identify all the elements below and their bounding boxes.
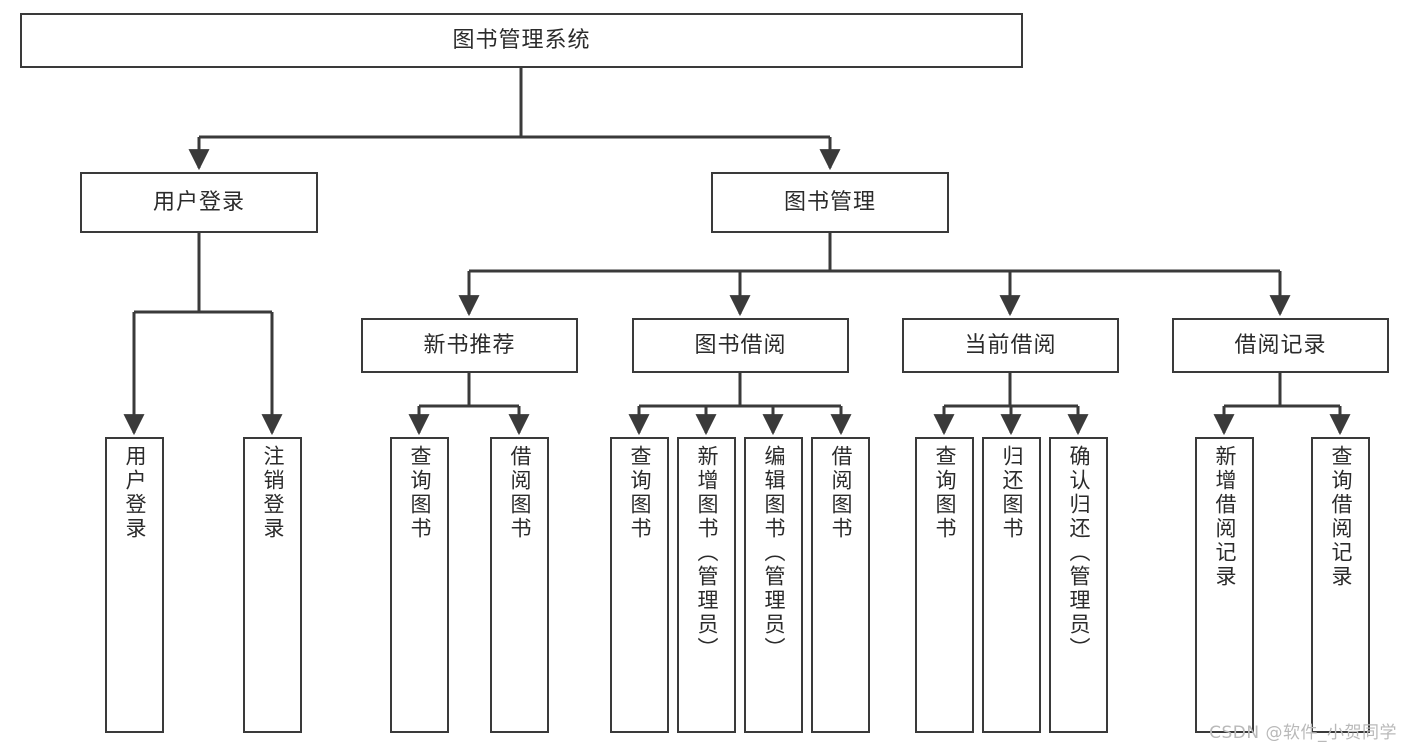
node-book-borrow-label: 图书借阅 bbox=[694, 332, 787, 358]
node-user-login-label: 用户登录 bbox=[152, 189, 245, 215]
leaf-confirm-return-admin[interactable]: 确认归还（管理员） bbox=[1049, 437, 1108, 733]
node-borrow-records-label: 借阅记录 bbox=[1234, 332, 1327, 358]
leaf-query-book-borrow[interactable]: 查询图书 bbox=[610, 437, 669, 733]
leaf-query-borrow-record[interactable]: 查询借阅记录 bbox=[1311, 437, 1370, 733]
leaf-confirm-return-admin-label: 确认归还（管理员） bbox=[1067, 445, 1091, 661]
leaf-query-book-new-label: 查询图书 bbox=[408, 445, 432, 541]
leaf-query-book-borrow-label: 查询图书 bbox=[628, 445, 652, 541]
leaf-return-book[interactable]: 归还图书 bbox=[982, 437, 1041, 733]
leaf-query-book-current[interactable]: 查询图书 bbox=[915, 437, 974, 733]
leaf-add-book-admin[interactable]: 新增图书（管理员） bbox=[677, 437, 736, 733]
node-root[interactable]: 图书管理系统 bbox=[20, 13, 1023, 68]
leaf-add-borrow-record-label: 新增借阅记录 bbox=[1213, 445, 1237, 589]
leaf-logout-label: 注销登录 bbox=[261, 445, 285, 541]
node-current-borrow[interactable]: 当前借阅 bbox=[902, 318, 1119, 373]
leaf-logout[interactable]: 注销登录 bbox=[243, 437, 302, 733]
leaf-query-book-new[interactable]: 查询图书 bbox=[390, 437, 449, 733]
leaf-query-borrow-record-label: 查询借阅记录 bbox=[1329, 445, 1353, 589]
leaf-borrow-book-new[interactable]: 借阅图书 bbox=[490, 437, 549, 733]
node-book-management-label: 图书管理 bbox=[783, 189, 876, 215]
leaf-return-book-label: 归还图书 bbox=[1000, 445, 1024, 541]
node-root-label: 图书管理系统 bbox=[452, 27, 591, 53]
leaf-user-login[interactable]: 用户登录 bbox=[105, 437, 164, 733]
leaf-user-login-label: 用户登录 bbox=[123, 445, 147, 541]
leaf-edit-book-admin-label: 编辑图书（管理员） bbox=[762, 445, 786, 661]
node-current-borrow-label: 当前借阅 bbox=[964, 332, 1057, 358]
node-user-login[interactable]: 用户登录 bbox=[80, 172, 318, 233]
leaf-add-book-admin-label: 新增图书（管理员） bbox=[695, 445, 719, 661]
leaf-edit-book-admin[interactable]: 编辑图书（管理员） bbox=[744, 437, 803, 733]
watermark-text: CSDN @软件_小贺同学 bbox=[1209, 723, 1397, 743]
node-book-management[interactable]: 图书管理 bbox=[711, 172, 949, 233]
leaf-query-book-current-label: 查询图书 bbox=[933, 445, 957, 541]
node-new-book-recommend[interactable]: 新书推荐 bbox=[361, 318, 578, 373]
leaf-add-borrow-record[interactable]: 新增借阅记录 bbox=[1195, 437, 1254, 733]
leaf-borrow-book[interactable]: 借阅图书 bbox=[811, 437, 870, 733]
node-book-borrow[interactable]: 图书借阅 bbox=[632, 318, 849, 373]
node-new-book-recommend-label: 新书推荐 bbox=[423, 332, 516, 358]
leaf-borrow-book-new-label: 借阅图书 bbox=[508, 445, 532, 541]
leaf-borrow-book-label: 借阅图书 bbox=[829, 445, 853, 541]
node-borrow-records[interactable]: 借阅记录 bbox=[1172, 318, 1389, 373]
